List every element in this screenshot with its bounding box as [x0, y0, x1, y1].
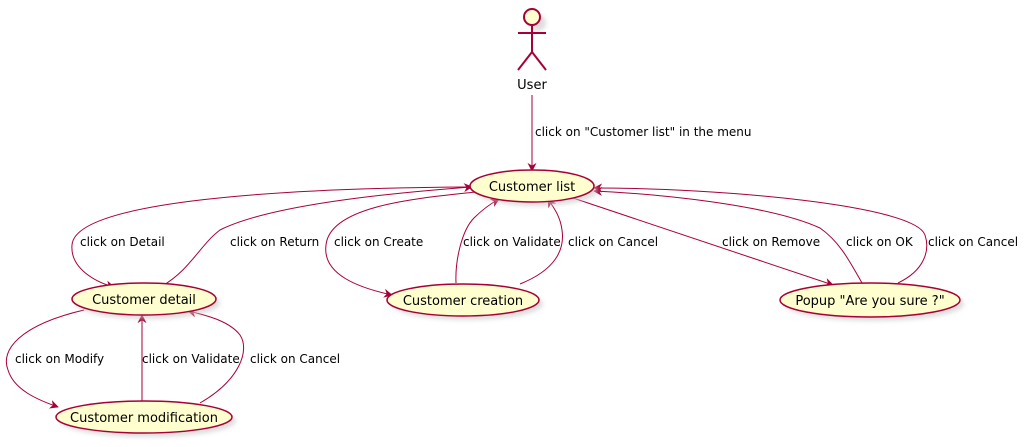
edge-creation-validate: [455, 198, 500, 284]
usecase-customer-detail-label: Customer detail: [92, 293, 196, 308]
usecase-customer-detail: Customer detail: [71, 282, 220, 319]
edge-label-list-to-creation: click on Create: [334, 235, 423, 249]
usecase-customer-list-label: Customer list: [489, 180, 575, 195]
edge-label-user-to-list: click on "Customer list" in the menu: [535, 125, 752, 139]
edge-modification-cancel: [187, 308, 245, 404]
actor-head: [523, 8, 541, 26]
edge-label-modification-validate: click on Validate: [142, 352, 240, 366]
edge-label-list-to-detail: click on Detail: [80, 235, 165, 249]
actor-right-leg: [531, 51, 547, 71]
edge-label-popup-ok: click on OK: [846, 235, 914, 249]
usecase-popup-are-you-sure: Popup "Are you sure ?": [779, 282, 964, 321]
edge-label-detail-return: click on Return: [230, 235, 319, 249]
usecase-customer-modification-label: Customer modification: [70, 411, 218, 426]
edge-label-creation-validate: click on Validate: [463, 235, 561, 249]
usecases: Customer list Customer detail Customer c…: [55, 169, 964, 437]
actor-label: User: [517, 78, 547, 93]
edge-label-modification-cancel: click on Cancel: [250, 352, 340, 366]
edge-popup-cancel: [593, 183, 928, 284]
edge-label-creation-cancel: click on Cancel: [568, 235, 658, 249]
edge-detail-return: [161, 183, 473, 287]
edge-detail-to-modification: [6, 309, 85, 409]
edge-list-to-detail: [71, 186, 471, 290]
edge-list-to-creation: [325, 191, 477, 298]
edge-creation-cancel: [519, 198, 564, 285]
edge-label-detail-to-modification: click on Modify: [15, 352, 104, 366]
actor-left-leg: [517, 51, 533, 71]
usecase-customer-modification: Customer modification: [55, 400, 236, 437]
edges: click on "Customer list" in the menu cli…: [6, 95, 1018, 409]
edge-popup-ok: [593, 186, 863, 284]
usecase-popup-label: Popup "Are you sure ?": [795, 294, 944, 309]
usecase-customer-creation-label: Customer creation: [403, 294, 523, 309]
actor-user: User: [517, 8, 547, 93]
usecase-customer-creation: Customer creation: [386, 283, 543, 320]
edge-label-list-to-popup: click on Remove: [722, 235, 820, 249]
edge-label-popup-cancel: click on Cancel: [928, 235, 1018, 249]
usecase-customer-list: Customer list: [469, 169, 598, 206]
edge-list-to-popup: [572, 197, 834, 287]
